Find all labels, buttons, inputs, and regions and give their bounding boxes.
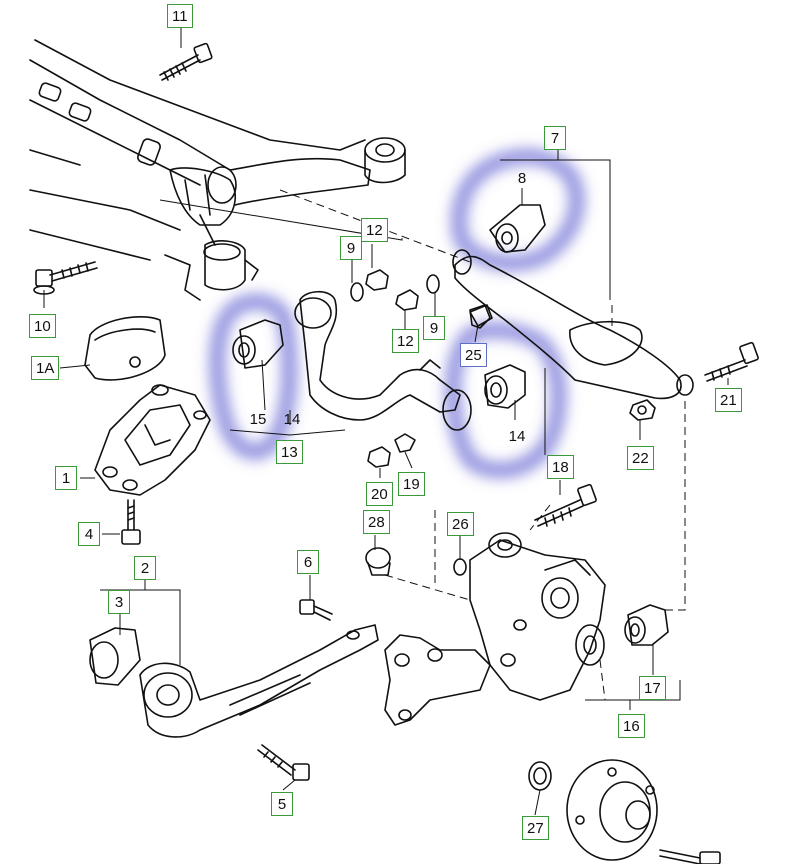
part-label-9b[interactable]: 9 xyxy=(423,316,445,340)
bolt-4 xyxy=(121,499,141,545)
wheel-carrier xyxy=(469,532,606,701)
part-number-14-right: 14 xyxy=(508,428,526,445)
part-label-20[interactable]: 20 xyxy=(366,482,393,506)
lower-control-arm-13 xyxy=(232,290,526,431)
mount-cover-1a xyxy=(84,316,166,381)
part-label-11[interactable]: 11 xyxy=(167,4,193,28)
bolt-6 xyxy=(299,599,333,621)
part-label-10[interactable]: 10 xyxy=(29,314,56,338)
highlight-mark-upper-right xyxy=(451,148,585,272)
part-label-16[interactable]: 16 xyxy=(618,714,645,738)
part-label-5[interactable]: 5 xyxy=(271,792,293,816)
part-label-22[interactable]: 22 xyxy=(627,446,654,470)
part-label-2[interactable]: 2 xyxy=(134,556,156,580)
linework xyxy=(29,39,759,864)
nut-22 xyxy=(629,399,656,421)
part-label-1a[interactable]: 1A xyxy=(31,356,60,380)
part-number-14-left: 14 xyxy=(283,411,301,428)
part-label-6[interactable]: 6 xyxy=(297,550,319,574)
highlight-mark-center xyxy=(445,322,567,479)
part-label-13[interactable]: 13 xyxy=(276,440,303,464)
part-label-3[interactable]: 3 xyxy=(108,590,130,614)
subframe xyxy=(29,39,406,301)
upper-control-arm-7 xyxy=(452,204,694,400)
part-label-27[interactable]: 27 xyxy=(522,816,549,840)
part-label-28[interactable]: 28 xyxy=(363,510,390,534)
part-label-25[interactable]: 25 xyxy=(460,343,487,367)
part-label-7[interactable]: 7 xyxy=(544,126,566,150)
washers-and-nuts xyxy=(350,269,491,329)
part-label-19[interactable]: 19 xyxy=(398,472,425,496)
part-label-9a[interactable]: 9 xyxy=(340,236,362,260)
bolt-10 xyxy=(33,261,98,295)
part-number-8: 8 xyxy=(517,170,527,187)
part-number-15: 15 xyxy=(249,411,267,428)
bolt-21 xyxy=(704,341,759,382)
bushing-28-ring-26 xyxy=(365,547,467,576)
bolt-18 xyxy=(534,483,597,527)
seal-27-hub xyxy=(528,759,721,864)
leader-lines xyxy=(43,28,729,816)
highlight-mark-left xyxy=(209,293,298,460)
part-label-26[interactable]: 26 xyxy=(447,512,474,536)
trailing-arm-2 xyxy=(89,624,379,738)
part-label-12b[interactable]: 12 xyxy=(392,329,419,353)
mount-bracket-1 xyxy=(94,384,211,496)
part-label-4[interactable]: 4 xyxy=(78,522,100,546)
mounting-plate xyxy=(384,634,491,726)
highlight-marks xyxy=(209,148,585,479)
screw-25 xyxy=(469,304,493,327)
part-label-1[interactable]: 1 xyxy=(55,466,77,490)
part-label-21[interactable]: 21 xyxy=(715,388,742,412)
part-label-17[interactable]: 17 xyxy=(639,676,666,700)
bushing-17 xyxy=(624,604,669,646)
part-label-18[interactable]: 18 xyxy=(547,455,574,479)
nut-20-clip-19 xyxy=(367,433,416,468)
bolt-11 xyxy=(159,42,213,81)
bolt-5 xyxy=(257,744,310,781)
part-label-12a[interactable]: 12 xyxy=(361,218,388,242)
